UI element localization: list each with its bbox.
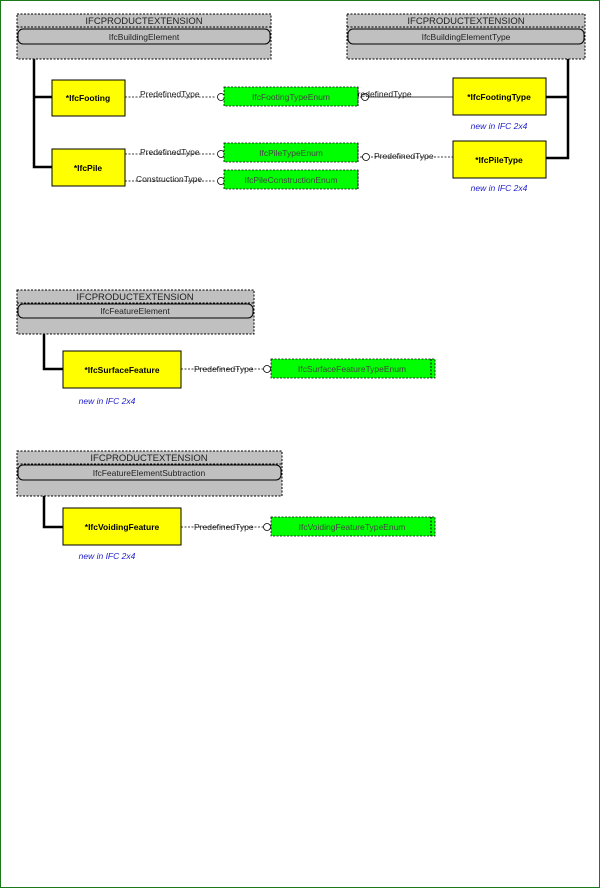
schema-ifcfeatureelement[interactable]: IFCPRODUCTEXTENSION IfcFeatureElement [16, 289, 255, 335]
schema-header: IFCPRODUCTEXTENSION [407, 16, 524, 27]
schema-header: IFCPRODUCTEXTENSION [76, 292, 193, 303]
schema-ifcfeatureelementsubtraction[interactable]: IFCPRODUCTEXTENSION IfcFeatureElementSub… [16, 450, 283, 497]
enum-label: IfcFootingTypeEnum [252, 92, 330, 102]
schema-ifcbuildingelement[interactable]: IFCPRODUCTEXTENSION IfcBuildingElement [16, 13, 272, 60]
inheritance-lines-building [32, 59, 570, 169]
new-in-note: new in IFC 2x4 [79, 551, 136, 561]
relation-ends-building [217, 93, 370, 185]
schema-name: IfcFeatureElement [100, 306, 170, 316]
enum-ifcpileconstructionenum[interactable]: IfcPileConstructionEnum [223, 169, 359, 190]
enum-ifcvoidingfeaturetypeenum[interactable]: IfcVoidingFeatureTypeEnum [270, 516, 436, 537]
entity-ifcfooting[interactable]: *IfcFooting [51, 79, 126, 117]
enum-label: IfcSurfaceFeatureTypeEnum [298, 364, 406, 374]
enum-ifcsurfacefeaturetypeenum[interactable]: IfcSurfaceFeatureTypeEnum [270, 358, 436, 379]
enum-ifcfootingtypeenum[interactable]: IfcFootingTypeEnum [223, 86, 359, 107]
relation-lines-building [125, 96, 453, 182]
relation-end-voiding [263, 523, 271, 531]
entity-label: *IfcSurfaceFeature [84, 365, 159, 375]
inheritance-line-subtraction [42, 496, 63, 529]
new-in-note: new in IFC 2x4 [79, 396, 136, 406]
relation-end-surface [263, 365, 271, 373]
schema-name: IfcBuildingElementType [422, 32, 511, 42]
relation-label-predefinedtype: PredefinedType [374, 151, 434, 161]
enum-label: IfcVoidingFeatureTypeEnum [299, 522, 406, 532]
schema-header: IFCPRODUCTEXTENSION [90, 453, 207, 464]
entity-label: *IfcPile [74, 163, 103, 173]
entity-ifcpiletype[interactable]: *IfcPileType [452, 140, 547, 179]
enum-label: IfcPileConstructionEnum [244, 175, 337, 185]
entity-ifcpile[interactable]: *IfcPile [51, 148, 126, 187]
entity-ifcfootingtype[interactable]: *IfcFootingType [452, 77, 547, 116]
entity-ifcsurfacefeature[interactable]: *IfcSurfaceFeature [62, 350, 182, 389]
inheritance-line-feature [42, 334, 63, 371]
entity-label: *IfcFootingType [467, 92, 531, 102]
relation-label-predefinedtype: PredefinedType [352, 89, 412, 99]
schema-header: IFCPRODUCTEXTENSION [85, 16, 202, 27]
relation-label-predefinedtype: PredefinedType [194, 522, 254, 532]
new-in-note: new in IFC 2x4 [471, 183, 528, 193]
entity-ifcvoidingfeature[interactable]: *IfcVoidingFeature [62, 507, 182, 546]
relation-label-predefinedtype: PredefinedType [140, 147, 200, 157]
enum-ifcpiletypeenum[interactable]: IfcPileTypeEnum [223, 142, 359, 163]
entity-label: *IfcPileType [475, 155, 523, 165]
relation-label-predefinedtype: PredefinedType [140, 89, 200, 99]
relation-label-constructiontype: ConstructionType [136, 174, 202, 184]
new-in-note: new in IFC 2x4 [471, 121, 528, 131]
entity-label: *IfcVoidingFeature [85, 522, 160, 532]
enum-label: IfcPileTypeEnum [259, 148, 323, 158]
schema-name: IfcBuildingElement [109, 32, 180, 42]
schema-ifcbuildingelementtype[interactable]: IFCPRODUCTEXTENSION IfcBuildingElementTy… [346, 13, 586, 60]
schema-name: IfcFeatureElementSubtraction [93, 468, 206, 478]
entity-label: *IfcFooting [66, 93, 110, 103]
relation-label-predefinedtype: PredefinedType [194, 364, 254, 374]
